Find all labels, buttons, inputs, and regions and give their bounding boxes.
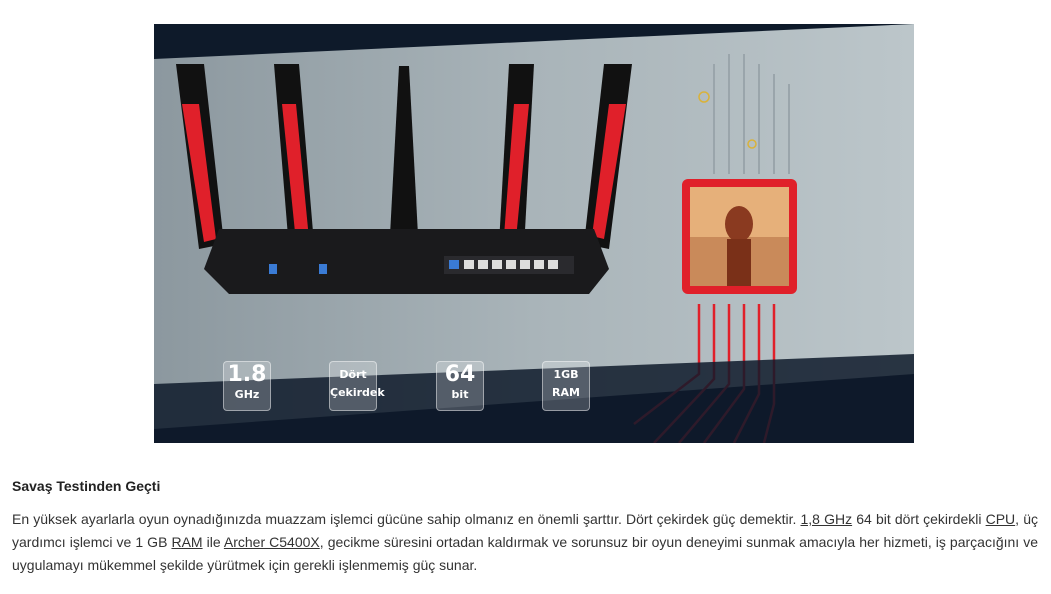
spec-value: 1.8 xyxy=(227,362,267,387)
spec-unit: GHz xyxy=(234,388,260,401)
link-ram[interactable]: RAM xyxy=(171,534,203,550)
spec-unit: Çekirdek xyxy=(330,386,385,399)
link-cpu[interactable]: CPU xyxy=(985,511,1016,527)
link-ghz[interactable]: 1,8 GHz xyxy=(800,511,853,527)
link-archer-c5400x[interactable]: Archer C5400X xyxy=(223,534,320,550)
spec-value: 1GB xyxy=(553,368,579,381)
text: , üç yardımcı işlemci ve 1 GB xyxy=(12,511,1038,550)
section-paragraph: En yüksek ayarlarla oyun oynadığınızda m… xyxy=(12,508,1038,577)
text: ile xyxy=(202,534,224,550)
text: 64 bit dört çekirdekli xyxy=(852,511,986,527)
spec-value: Dört xyxy=(339,368,367,381)
section-heading: Savaş Testinden Geçti xyxy=(12,478,161,494)
spec-value: 64 xyxy=(444,362,476,387)
text: , gecikme süresini ortadan kaldırmak ve … xyxy=(12,534,1039,573)
spec-unit: RAM xyxy=(552,386,580,399)
spec-badge-ram: 1GB RAM xyxy=(542,361,590,411)
spec-unit: bit xyxy=(451,388,469,401)
text: En yüksek ayarlarla oyun oynadığınızda m… xyxy=(12,511,801,527)
router-illustration xyxy=(154,24,914,443)
